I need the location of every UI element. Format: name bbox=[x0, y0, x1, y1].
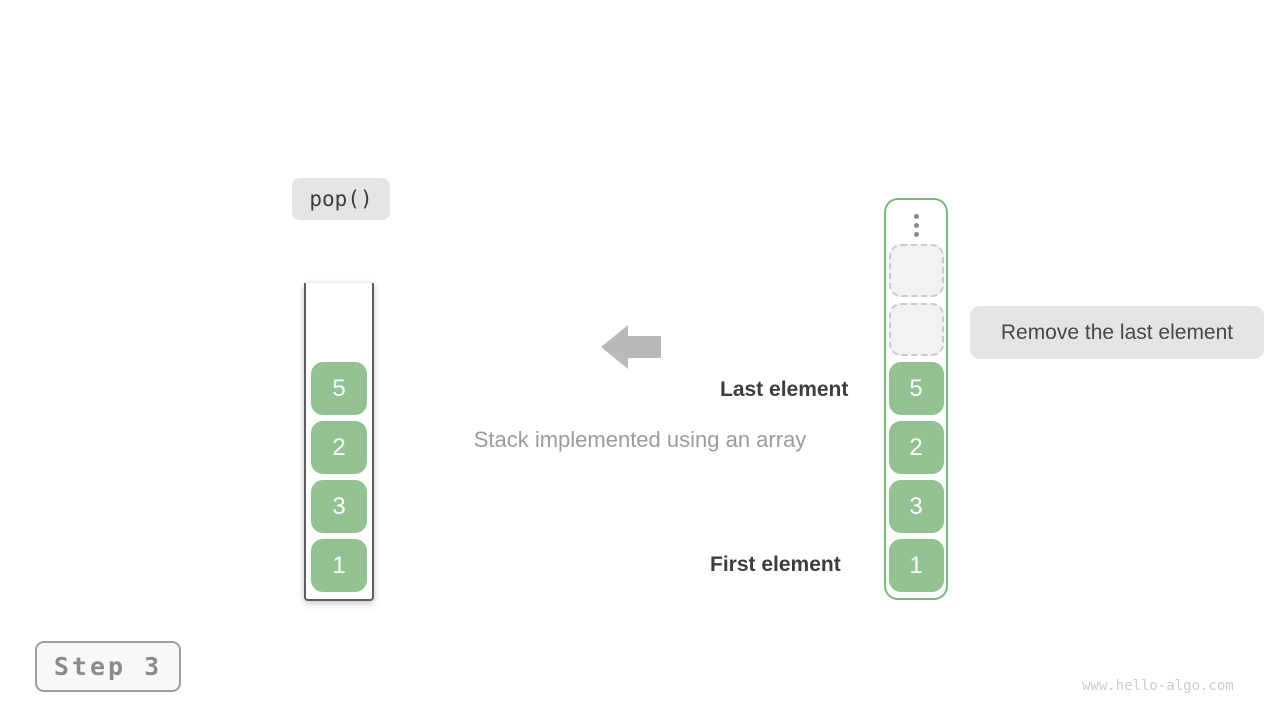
last-element-label: Last element bbox=[720, 378, 849, 401]
array-cell: 1 bbox=[888, 539, 944, 592]
left-arrow-icon bbox=[601, 325, 661, 369]
stack-cell: 5 bbox=[311, 362, 367, 415]
pop-operation-text: pop() bbox=[309, 187, 373, 211]
empty-slot bbox=[888, 303, 944, 356]
stack-cell: 1 bbox=[311, 539, 367, 592]
array-cell: 5 bbox=[888, 362, 944, 415]
ellipsis-icon bbox=[913, 212, 919, 238]
step-badge: Step 3 bbox=[35, 641, 181, 692]
array-cell: 3 bbox=[888, 480, 944, 533]
stack-container: 5 2 3 1 bbox=[304, 283, 374, 601]
step-badge-text: Step 3 bbox=[53, 652, 163, 681]
caption-text: Stack implemented using an array bbox=[473, 427, 807, 452]
remove-note-label: Remove the last element bbox=[970, 306, 1264, 359]
pop-operation-label: pop() bbox=[292, 178, 390, 220]
ellipsis-dot bbox=[913, 213, 919, 219]
first-element-label: First element bbox=[710, 553, 841, 576]
ellipsis-dot bbox=[913, 231, 919, 237]
stack-cell: 3 bbox=[311, 480, 367, 533]
stack-cell: 2 bbox=[311, 421, 367, 474]
empty-slot bbox=[888, 244, 944, 297]
array-cell: 2 bbox=[888, 421, 944, 474]
watermark-text: www.hello-algo.com bbox=[1082, 678, 1234, 694]
array-container: 5 2 3 1 bbox=[884, 198, 948, 600]
remove-note-text: Remove the last element bbox=[1000, 320, 1234, 344]
ellipsis-dot bbox=[913, 222, 919, 228]
